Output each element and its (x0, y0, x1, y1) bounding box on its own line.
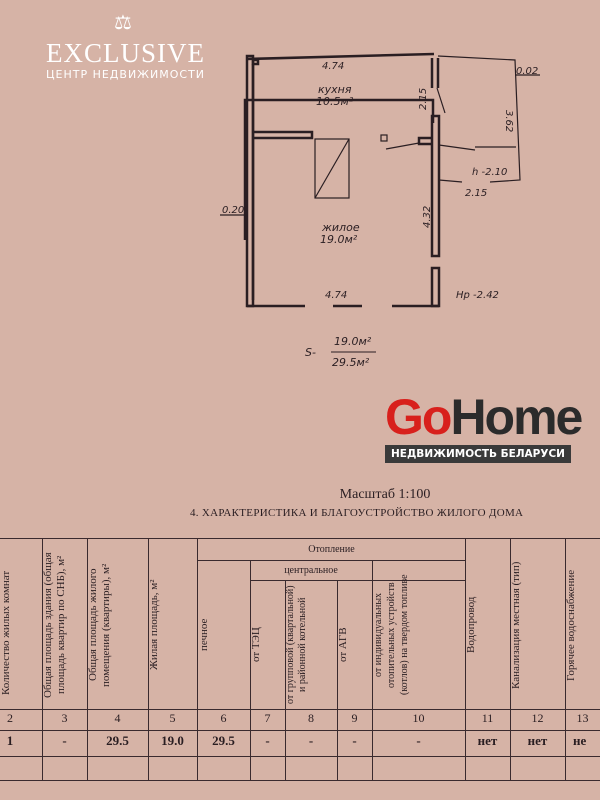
cell-living-area: 19.0 (161, 733, 184, 748)
dim-bottom: 4.74 (325, 290, 347, 301)
dim-top: 4.74 (322, 61, 344, 72)
annex-lines (220, 55, 540, 216)
col-number: 5 (169, 711, 176, 725)
header-col-7: от ТЭЦ (250, 627, 262, 663)
exclusive-logo: ⚖ EXCLUSIVE ЦЕНТР НЕДВИЖИМОСТИ (28, 10, 223, 81)
cell-agv: - (352, 733, 357, 748)
brand-tagline: НЕДВИЖИМОСТЬ БЕЛАРУСИ (385, 445, 571, 463)
col-number: 6 (220, 711, 227, 725)
col-number: 3 (61, 711, 68, 725)
dim-annex-bottom: 2.15 (465, 188, 487, 199)
cell-hot-water: не (573, 733, 587, 748)
dim-ground-height: Нр -2.42 (456, 290, 499, 301)
header-col-12: Канализация местная (тип) (510, 561, 522, 689)
room-living-name: жилое (321, 221, 360, 234)
dim-inner-lower: 4.32 (422, 206, 433, 228)
dim-left: 0.20 (222, 205, 244, 216)
dim-annex-top: 0.02 (516, 66, 538, 77)
brand-go: Go (385, 389, 452, 445)
col-number: 4 (114, 711, 121, 725)
area-total: 29.5м² (332, 356, 370, 369)
room-kitchen-area: 10.5м² (316, 95, 354, 108)
header-col-10: от индивидуальных отопительных устройств… (373, 574, 410, 696)
brand-home: Home (450, 389, 583, 445)
cell-sewer: нет (527, 733, 548, 748)
cell-boiler: - (308, 733, 314, 748)
col-number: 9 (351, 711, 358, 725)
header-heating: Отопление (308, 544, 355, 555)
area-living: 19.0м² (334, 335, 372, 348)
header-col-9: от АГВ (337, 627, 349, 663)
cell-total-area: 29.5 (106, 733, 129, 748)
dim-annex-right: 3.62 (503, 110, 514, 132)
area-prefix: S- (305, 346, 316, 359)
header-col-2: Количество жилых комнат (0, 570, 12, 695)
cell-stove: 29.5 (212, 733, 235, 748)
scale-label: Масштаб 1:100 (339, 487, 431, 502)
cell-tec: - (265, 733, 270, 748)
header-col-4: Общая площадь жилого помещения (квартиры… (87, 563, 112, 687)
cell-building-area: - (62, 733, 67, 748)
floor-plan: 4.74 кухня 10.5м² 2.15 0.02 3.62 h -2.10… (220, 52, 540, 369)
header-col-8: от групповой (квартальной) и районной ко… (285, 585, 308, 705)
room-kitchen-name: кухня (318, 83, 352, 96)
header-col-3: Общая площадь здания (общая площадь квар… (42, 552, 67, 698)
col-number: 7 (264, 711, 271, 725)
walls (243, 52, 441, 308)
cell-rooms: 1 (6, 733, 14, 748)
header-col-11: Водопровод (465, 596, 477, 654)
col-number: 8 (308, 711, 314, 725)
header-col-5: Жилая площадь, м² (148, 579, 160, 671)
room-living-area: 19.0м² (320, 233, 358, 246)
cell-individual: - (416, 733, 421, 748)
logo-name: EXCLUSIVE (46, 38, 205, 68)
header-central: центральное (284, 565, 338, 576)
cell-water: нет (477, 733, 498, 748)
section-title: 4. ХАРАКТЕРИСТИКА И БЛАГОУСТРОЙСТВО ЖИЛО… (190, 507, 524, 519)
dim-inner-upper: 2.15 (418, 88, 429, 110)
col-number: 13 (576, 711, 589, 725)
gohome-watermark: GoHome НЕДВИЖИМОСТЬ БЕЛАРУСИ (385, 389, 583, 463)
scales-icon: ⚖ (114, 12, 132, 34)
logo-subtitle: ЦЕНТР НЕДВИЖИМОСТИ (45, 68, 206, 81)
col-number: 10 (412, 711, 425, 725)
col-number: 12 (531, 711, 544, 725)
col-number: 2 (7, 711, 13, 725)
col-number: 11 (481, 711, 494, 725)
header-col-6: печное (198, 618, 210, 652)
header-col-13: Горячее водоснабжение (565, 569, 577, 681)
dim-annex-height: h -2.10 (472, 167, 507, 178)
